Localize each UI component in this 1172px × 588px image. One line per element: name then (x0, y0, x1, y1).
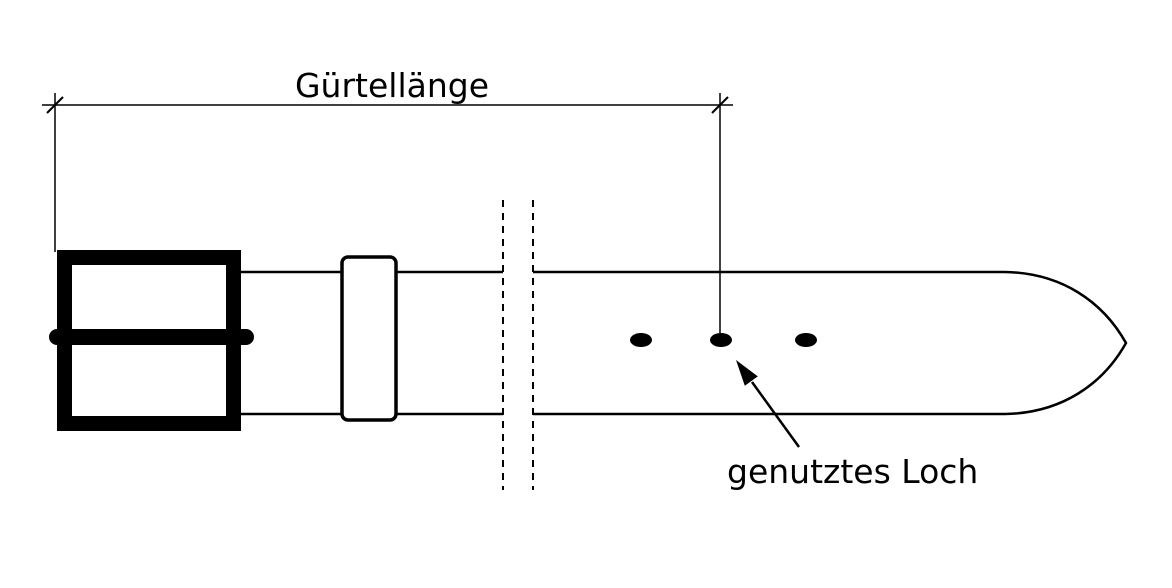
arrow-pointer-head (736, 360, 758, 386)
belt-tip (1004, 270, 1128, 416)
arrow-pointer-line (750, 381, 801, 448)
dimension-annotation: Gürtellänge (42, 66, 733, 333)
dimension-label: Gürtellänge (295, 66, 489, 105)
belt-buckle (49, 250, 254, 431)
belt-strap (241, 200, 1128, 490)
hole-annotation: genutztes Loch (727, 360, 978, 491)
belt-hole-3 (795, 333, 817, 347)
belt-loop-keeper (340, 255, 398, 422)
dimension-tick-right (711, 96, 729, 114)
belt-hole-1 (630, 333, 652, 347)
belt-holes (630, 333, 817, 347)
dimension-tick-left (46, 96, 64, 114)
hole-annotation-label: genutztes Loch (727, 452, 978, 491)
belt-hole-2-used (710, 333, 732, 347)
